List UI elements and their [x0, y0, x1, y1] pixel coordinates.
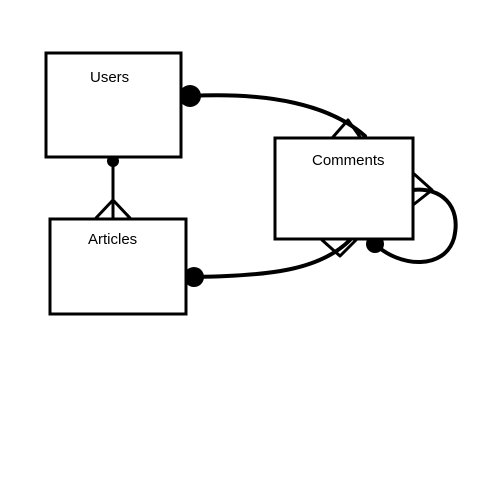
entity-box: [44, 51, 183, 159]
relationship-users-comments: [179, 85, 367, 139]
one-end-marker: [184, 267, 204, 287]
entity-comments[interactable]: Comments: [273, 136, 415, 241]
many-end-marker: [331, 118, 362, 139]
many-end-marker: [411, 171, 434, 207]
relationship-articles-comments: [184, 238, 358, 287]
relationship-comments-self: [366, 171, 458, 264]
entity-label: Articles: [88, 231, 137, 248]
one-end-marker: [179, 85, 201, 107]
many-end-marker: [320, 238, 358, 258]
entity-box: [48, 217, 188, 316]
entity-label: Comments: [312, 152, 385, 169]
many-end-marker: [94, 198, 132, 220]
entity-articles[interactable]: Articles: [48, 217, 188, 316]
entity-box: [273, 136, 415, 241]
entity-label: Users: [90, 69, 129, 86]
entity-users[interactable]: Users: [44, 51, 183, 159]
relationship-users-articles: [94, 155, 132, 220]
